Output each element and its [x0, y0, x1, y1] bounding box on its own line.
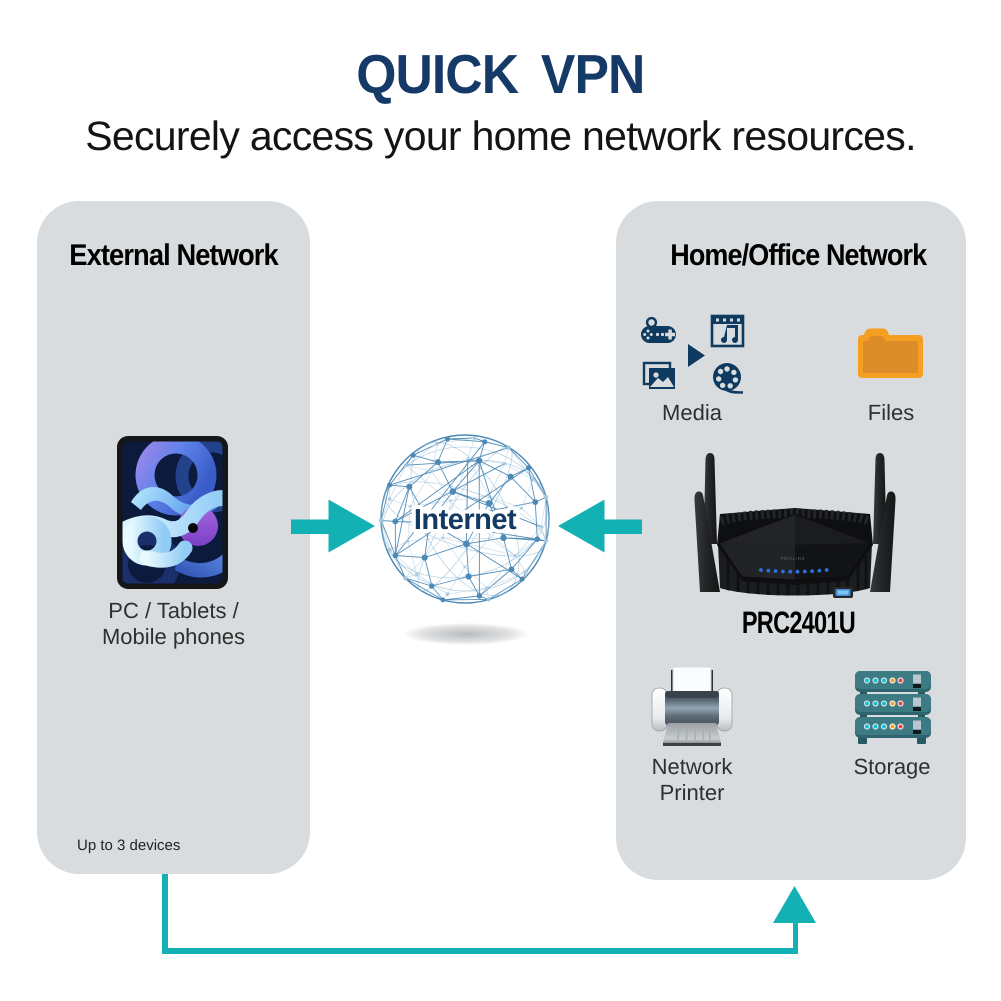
svg-text:Internet: Internet: [414, 504, 517, 536]
svg-text:Internet: Internet: [414, 504, 517, 536]
svg-text:PROLiNK: PROLiNK: [780, 556, 805, 561]
